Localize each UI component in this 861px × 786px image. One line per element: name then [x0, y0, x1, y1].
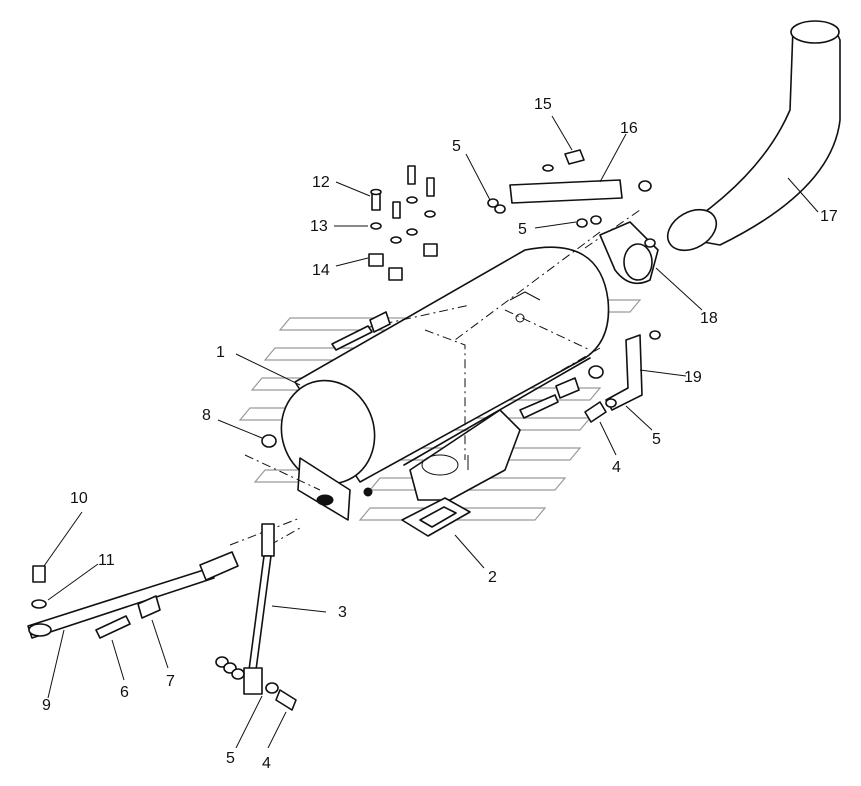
callout-13: 13	[310, 218, 328, 235]
flange-gasket	[401, 497, 471, 537]
clamp	[576, 215, 659, 285]
callout-5d: 5	[226, 750, 235, 767]
callout-4b: 4	[262, 755, 271, 772]
upper-strap	[487, 149, 652, 214]
callout-6: 6	[120, 684, 129, 701]
callout-19: 19	[684, 369, 702, 386]
callout-1: 1	[216, 344, 225, 361]
callout-15: 15	[534, 96, 552, 113]
vertical-rod	[215, 523, 297, 711]
callout-3: 3	[338, 604, 347, 621]
callout-7: 7	[166, 673, 175, 690]
right-bracket	[519, 330, 661, 423]
exhaust-pipe	[666, 20, 841, 252]
callout-14: 14	[312, 262, 330, 279]
callout-8: 8	[202, 407, 211, 424]
leader-lines	[43, 115, 819, 749]
callout-4a: 4	[612, 459, 621, 476]
callout-11: 11	[98, 552, 115, 569]
callout-17: 17	[820, 208, 838, 225]
lower-left-rod	[27, 551, 239, 639]
callout-18: 18	[700, 310, 718, 327]
callout-5a: 5	[452, 138, 461, 155]
washer-8	[261, 434, 277, 448]
callout-10: 10	[70, 490, 88, 507]
bolt-cluster	[331, 165, 438, 351]
callout-12: 12	[312, 174, 330, 191]
callout-16: 16	[620, 120, 638, 137]
callout-9: 9	[42, 697, 51, 714]
callout-5c: 5	[652, 431, 661, 448]
callouts: 1 2 3 4 4 5 5 5 5 6 7 8 9 10 11 12 13 14…	[42, 96, 838, 772]
callout-5b: 5	[518, 221, 527, 238]
muffler	[280, 246, 610, 485]
callout-2: 2	[488, 569, 497, 586]
